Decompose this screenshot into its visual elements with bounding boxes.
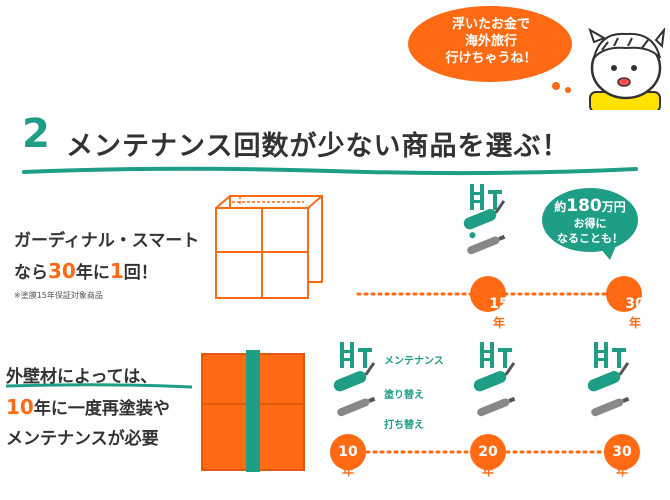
speech-bubble (408, 6, 572, 93)
row1-line1: ガーディナル・スマート (14, 231, 200, 251)
row1-timeline (356, 184, 642, 312)
year-unit: 年 (493, 316, 506, 330)
section-number: 2 (22, 111, 50, 157)
row2-label: 外壁材によっては、 10年に一度再塗装や メンテナンスが必要 (6, 362, 170, 454)
paint-roller-icon (587, 362, 630, 392)
package-solid-illustration (201, 350, 305, 472)
maintenance-icon (470, 184, 502, 210)
savings-callout (542, 188, 638, 260)
bubble-line: 浮いたお金で (451, 17, 530, 32)
savings-prefix: 約 (554, 200, 567, 214)
row1-text: 年に (75, 263, 110, 283)
warranty-note: ※塗膜15年保証対象商品 (14, 291, 103, 300)
row2-text: 年に一度再塗装や (33, 399, 170, 419)
maintenance-icon (480, 342, 512, 368)
character-illustration (588, 28, 666, 110)
caulking-gun-icon (337, 396, 376, 417)
year-unit: 年 (342, 464, 355, 478)
savings-text: 約180万円 お得に なることも！ (540, 196, 640, 246)
savings-line: なることも！ (557, 232, 623, 245)
year-15: 15 (489, 296, 509, 312)
paint-roller-icon (463, 200, 506, 239)
package-outline-illustration (215, 195, 323, 299)
year-30: 30 (612, 444, 632, 460)
row1-text: なら (14, 263, 48, 283)
year-10: 10 (338, 444, 358, 460)
savings-line: お得に (573, 217, 607, 230)
row2-underline (5, 383, 193, 389)
savings-amount: 約180万円 (540, 196, 640, 216)
row2-line1: 外壁材によっては、 (6, 367, 158, 387)
year-30: 30 (625, 296, 645, 312)
caulking-gun-icon (477, 396, 516, 417)
paint-roller-icon (333, 362, 376, 392)
year-unit: 年 (482, 464, 495, 478)
timeline-circle-10 (330, 434, 366, 470)
maintenance-icon (340, 342, 372, 368)
bubble-line: 行けちゃうね！ (445, 51, 537, 66)
row2-line3: メンテナンスが必要 (6, 429, 159, 449)
maintenance-icon (594, 342, 626, 368)
bubble-line: 海外旅行 (464, 34, 517, 49)
section-title: メンテナンス回数が少ない商品を選ぶ！ (66, 131, 570, 162)
savings-unit: 万円 (601, 200, 626, 214)
timeline-circle-30 (604, 434, 640, 470)
row1-text: 回！ (123, 263, 158, 283)
row1-count: 1 (109, 259, 124, 283)
row2-timeline (330, 342, 640, 470)
legend-recaulk: 打ち替え (384, 420, 424, 431)
row1-label: ガーディナル・スマート なら30年に1回！ (14, 226, 199, 288)
year-unit: 年 (616, 464, 629, 478)
year-20: 20 (478, 444, 498, 460)
legend-repaint: 塗り替え (384, 390, 424, 401)
caulking-gun-icon (467, 234, 506, 255)
timeline-circle-15 (470, 276, 506, 312)
row2-line2: 10年に一度再塗装や (6, 392, 170, 424)
heading-underline (22, 166, 638, 176)
year-unit: 年 (629, 316, 642, 330)
row2-years: 10 (6, 395, 34, 419)
paint-roller-icon (473, 362, 516, 392)
timeline-circle-30 (606, 276, 642, 312)
row1-years: 30 (48, 259, 76, 283)
bubble-text: 浮いたお金で 海外旅行 行けちゃうね！ (416, 16, 566, 67)
timeline-circle-20 (470, 434, 506, 470)
row1-line2: なら30年に1回！ (14, 256, 199, 288)
legend-maintenance: メンテナンス (384, 356, 444, 367)
caulking-gun-icon (591, 396, 630, 417)
savings-number: 180 (566, 196, 602, 216)
